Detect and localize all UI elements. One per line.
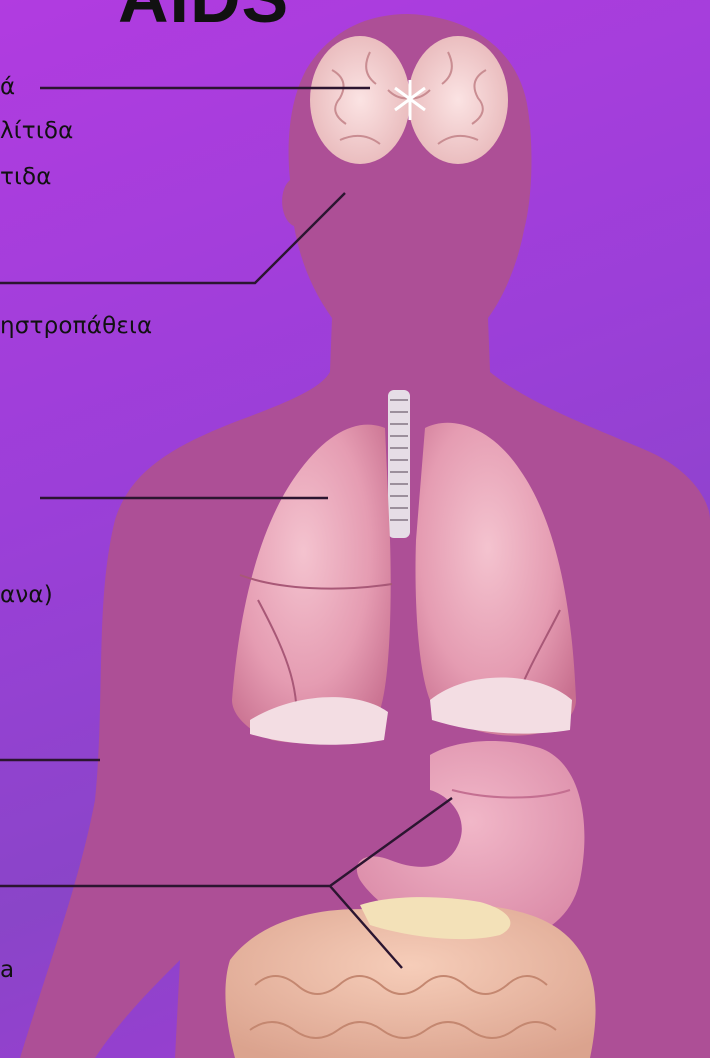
diagram-title: AIDS xyxy=(118,0,289,38)
label-brain-2: λίτιδα xyxy=(0,118,73,144)
label-brain-3: τιδα xyxy=(0,164,52,190)
label-neck: ηστροπάθεια xyxy=(0,313,152,339)
label-lungs: ανα) xyxy=(0,582,53,608)
label-brain-1: ά xyxy=(0,74,15,100)
trachea-icon xyxy=(388,390,410,538)
label-abdomen: a xyxy=(0,957,14,983)
